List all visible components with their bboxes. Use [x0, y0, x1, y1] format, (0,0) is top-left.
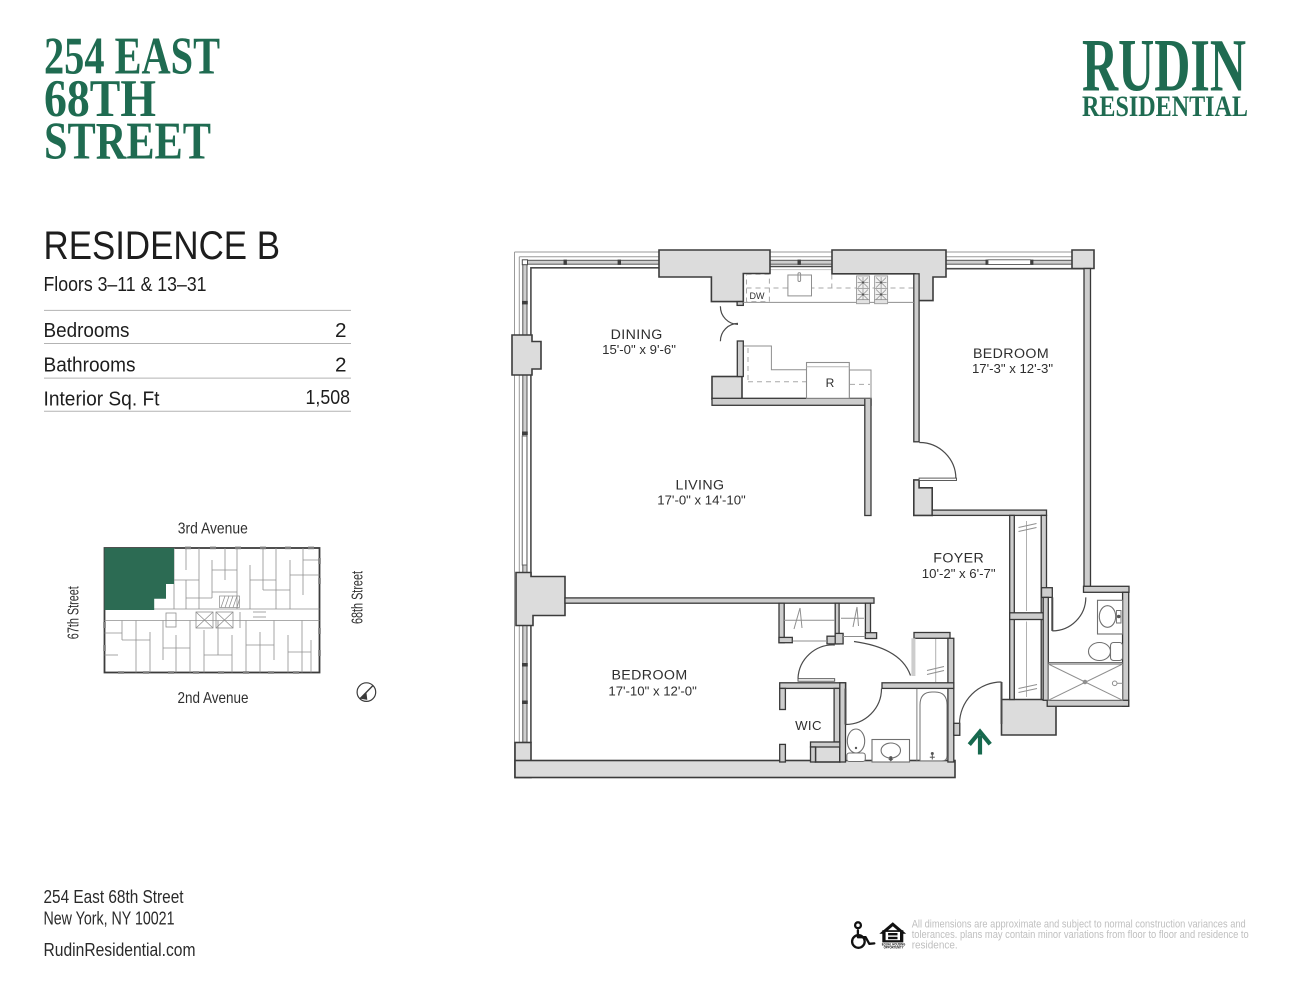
svg-text:DW: DW — [750, 291, 765, 301]
svg-text:BEDROOM: BEDROOM — [973, 346, 1049, 362]
svg-text:All dimensions are approximate: All dimensions are approximate and subje… — [912, 919, 1246, 931]
svg-text:3rd Avenue: 3rd Avenue — [178, 521, 248, 538]
svg-text:R: R — [826, 376, 835, 390]
svg-text:BEDROOM: BEDROOM — [611, 668, 687, 684]
svg-text:RudinResidential.com: RudinResidential.com — [44, 940, 196, 960]
svg-text:Bathrooms: Bathrooms — [44, 354, 136, 377]
svg-text:STREET: STREET — [44, 113, 211, 171]
svg-text:residence.: residence. — [912, 940, 958, 952]
svg-text:DINING: DINING — [611, 327, 663, 343]
svg-text:Floors 3–11 & 13–31: Floors 3–11 & 13–31 — [44, 273, 207, 296]
svg-text:17'-3" x 12'-3": 17'-3" x 12'-3" — [972, 361, 1053, 376]
svg-text:2: 2 — [335, 319, 347, 342]
svg-text:68th Street: 68th Street — [350, 571, 367, 624]
svg-text:1,508: 1,508 — [306, 386, 351, 409]
svg-text:EQUAL HOUSING: EQUAL HOUSING — [882, 942, 906, 946]
svg-text:2: 2 — [335, 354, 347, 377]
svg-text:WIC: WIC — [795, 718, 822, 733]
svg-text:2nd Avenue: 2nd Avenue — [178, 690, 249, 707]
svg-text:68TH: 68TH — [44, 70, 156, 128]
svg-text:254 EAST: 254 EAST — [44, 28, 220, 86]
svg-text:RUDIN: RUDIN — [1082, 25, 1246, 108]
svg-text:OPPORTUNITY: OPPORTUNITY — [884, 945, 905, 949]
svg-text:254 East 68th Street: 254 East 68th Street — [44, 887, 184, 907]
svg-text:tolerances. plans may contain: tolerances. plans may contain minor vari… — [912, 929, 1249, 941]
svg-text:Bedrooms: Bedrooms — [44, 319, 130, 342]
svg-text:New York, NY 10021: New York, NY 10021 — [44, 909, 175, 929]
svg-text:10'-2" x 6'-7": 10'-2" x 6'-7" — [922, 566, 996, 581]
svg-text:RESIDENCE B: RESIDENCE B — [44, 224, 281, 268]
svg-text:FOYER: FOYER — [933, 551, 984, 567]
svg-text:RESIDENTIAL: RESIDENTIAL — [1082, 90, 1248, 123]
svg-text:17'-0" x 14'-10": 17'-0" x 14'-10" — [657, 493, 746, 508]
svg-text:17'-10" x 12'-0": 17'-10" x 12'-0" — [608, 684, 697, 699]
svg-text:Interior Sq. Ft: Interior Sq. Ft — [44, 388, 160, 411]
svg-text:67th Street: 67th Street — [66, 586, 83, 639]
svg-text:15'-0" x 9'-6": 15'-0" x 9'-6" — [602, 342, 676, 357]
svg-text:LIVING: LIVING — [676, 478, 725, 494]
